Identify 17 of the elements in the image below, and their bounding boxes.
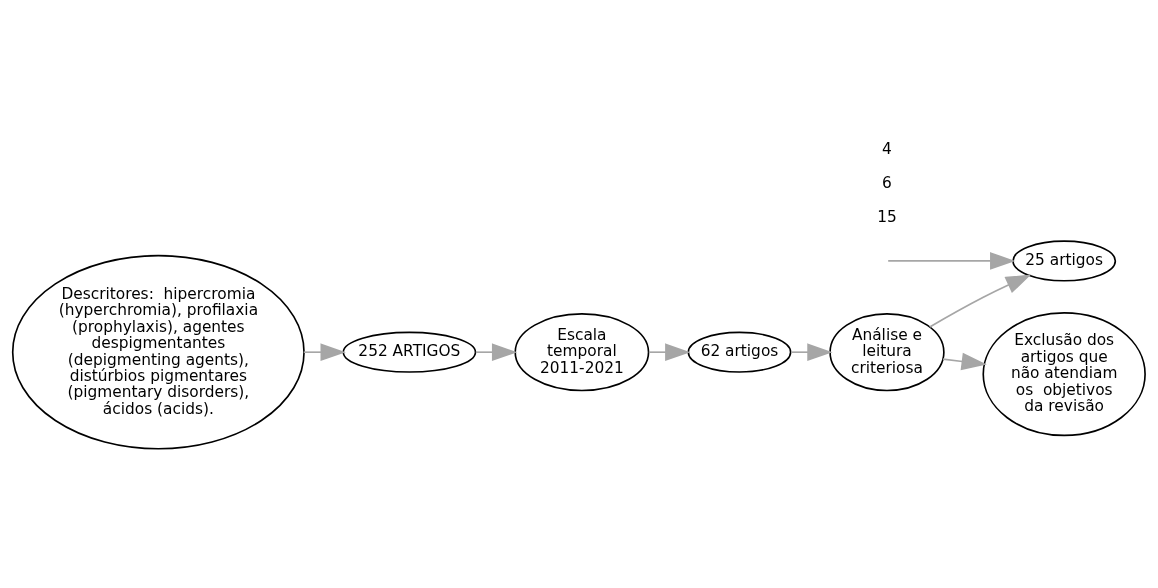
label: 6 (882, 174, 892, 192)
arrow (928, 274, 1032, 328)
node-ellipse: Análise e leitura criteriosa (829, 313, 945, 392)
node-ellipse: Descritores: hipercromia (hyperchromia), profilaxia (prophylaxis), agentes despigmentantes (depigmenting agents), distúrbios pigmentares (pigmentary disorders), ácidos (acids). (11, 254, 305, 450)
arrow (790, 343, 833, 362)
label: 15 (877, 208, 897, 227)
arrow (942, 352, 987, 371)
arrow (475, 343, 518, 362)
label: 4 (882, 139, 892, 158)
node-ellipse: 252 ARTIGOS (342, 331, 477, 373)
node-ellipse: Exclusão dos artigos que não atendiam os objetivos da revisão (982, 312, 1146, 437)
arrow (303, 343, 346, 362)
node-ellipse: Escala temporal 2011-2021 (514, 313, 650, 392)
node-ellipse: 62 artigos (687, 331, 792, 373)
arrow (648, 343, 691, 362)
arrow (887, 252, 1016, 270)
node-ellipse: 25 artigos (1012, 240, 1117, 282)
